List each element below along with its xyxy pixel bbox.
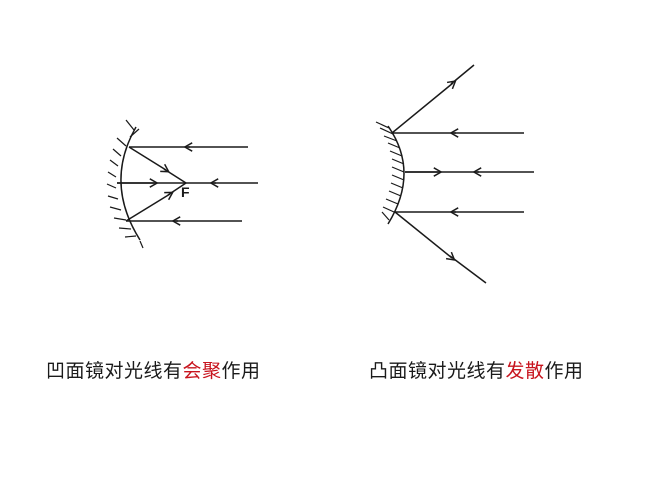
caption-highlight: 会聚 — [182, 360, 222, 382]
concave-mirror-diagram — [106, 119, 258, 249]
caption-suffix: 作用 — [544, 360, 584, 382]
concave-reflected-ray-top — [128, 146, 170, 173]
caption-highlight: 发散 — [505, 360, 545, 382]
convex-mirror-diagram — [375, 64, 534, 284]
caption-prefix: 凹面镜对光线有 — [46, 360, 183, 382]
convex-mirror-surface — [387, 125, 405, 225]
convex-mirror-hatching — [375, 121, 405, 221]
caption-prefix: 凸面镜对光线有 — [369, 360, 506, 382]
concave-reflected-ray-bottom — [125, 191, 174, 222]
concave-mirror-caption: 凹面镜对光线有会聚作用 — [46, 356, 261, 383]
caption-suffix: 作用 — [221, 360, 261, 382]
convex-reflected-ray-top — [391, 80, 457, 134]
convex-reflected-ray-bottom — [394, 211, 456, 261]
concave-mirror-hatching — [106, 119, 144, 249]
focus-label: F — [181, 184, 190, 200]
convex-mirror-caption: 凸面镜对光线有发散作用 — [369, 356, 584, 383]
